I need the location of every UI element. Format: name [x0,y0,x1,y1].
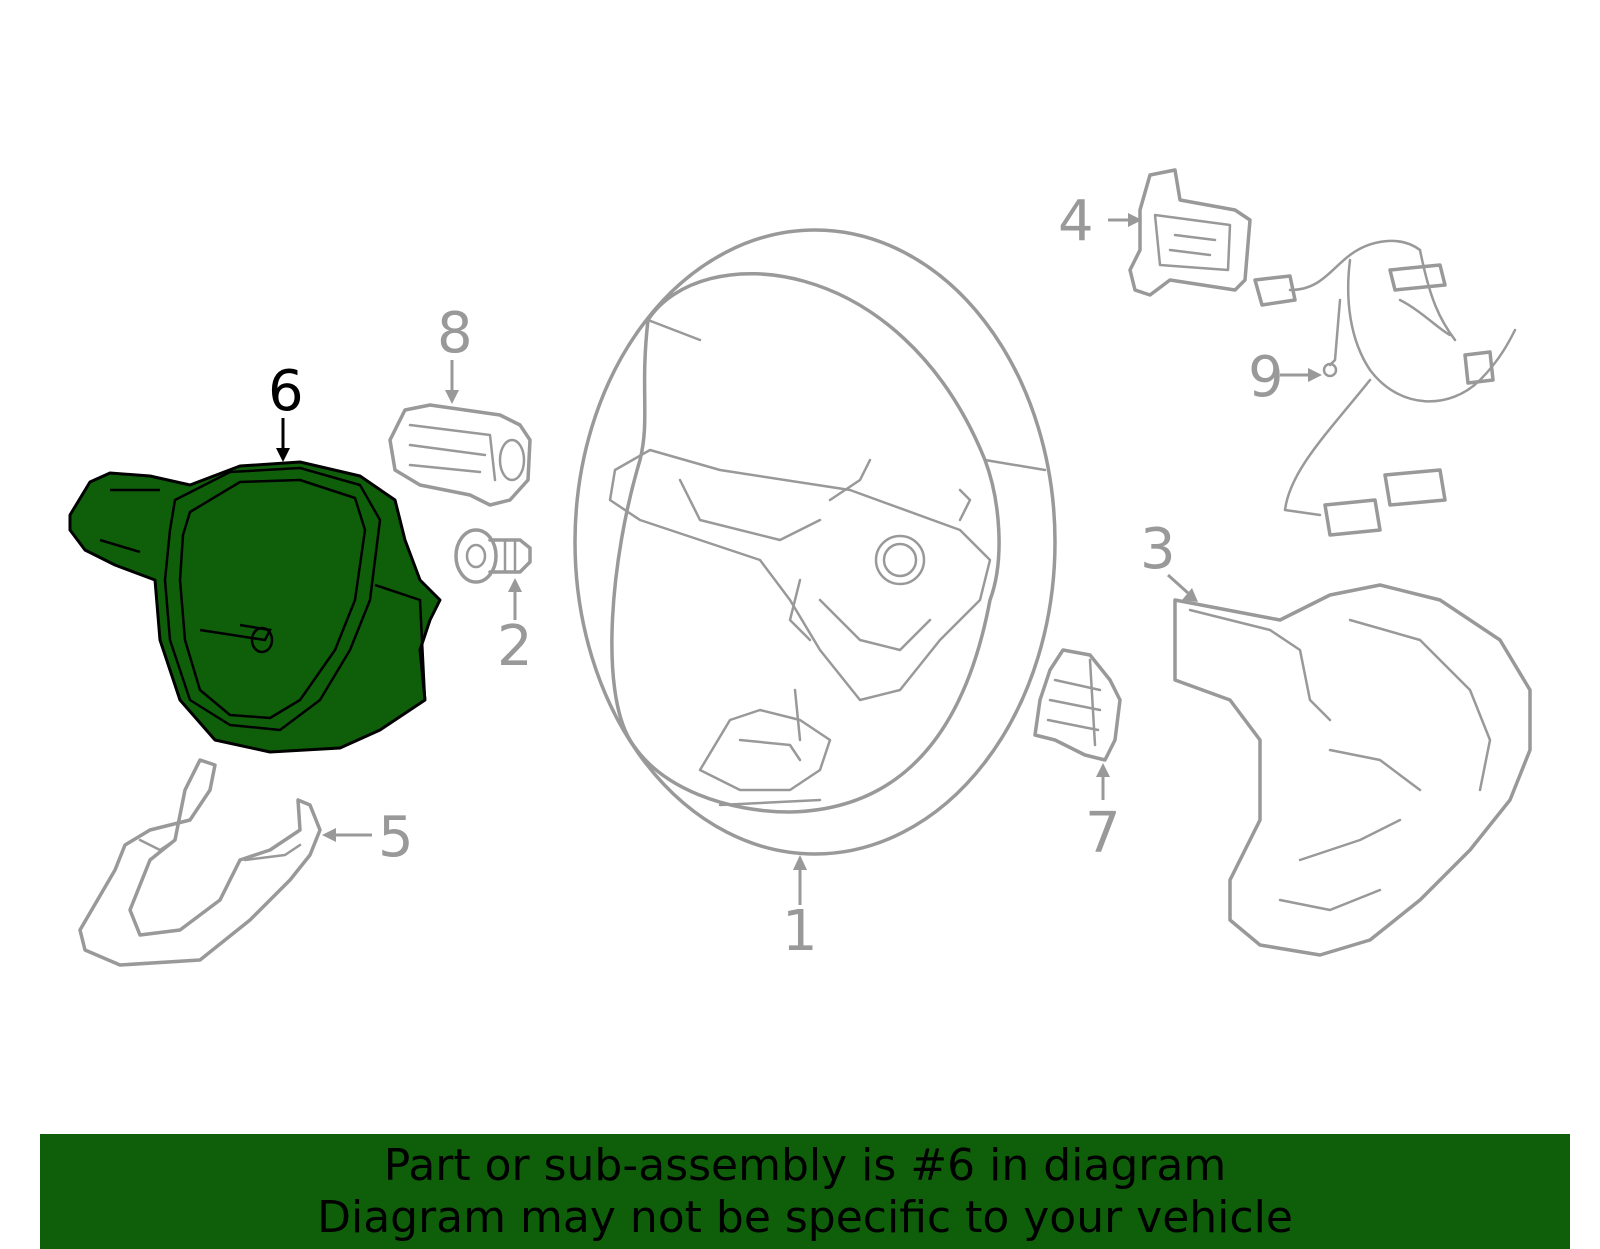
leader-arrow-7 [1096,763,1110,800]
info-banner: Part or sub-assembly is #6 in diagram Di… [40,1134,1570,1249]
part-9-wire-harness[interactable] [1253,239,1517,537]
part-8-switch-left[interactable] [388,403,532,507]
callout-9: 9 [1248,345,1284,410]
callout-4: 4 [1058,189,1094,254]
callout-8: 8 [437,301,473,366]
callout-5: 5 [378,805,414,870]
part-7-switch-right[interactable] [1033,648,1122,762]
callout-7: 7 [1085,801,1121,866]
callout-6: 6 [268,359,304,424]
part-2-bolt[interactable] [454,528,532,584]
leader-arrow-2 [508,578,522,620]
leader-arrow-1 [793,855,807,905]
banner-line-part: Part or sub-assembly is #6 in diagram [383,1139,1227,1191]
leader-arrow-8 [445,360,459,404]
part-3-rear-cover[interactable] [1173,583,1532,957]
leader-arrow-5 [322,828,372,842]
callout-3: 3 [1140,517,1176,582]
callout-1: 1 [782,899,818,964]
part-1-steering-wheel[interactable] [573,228,1057,856]
leader-arrow-9 [1280,368,1322,382]
part-6-airbag-cover[interactable] [68,460,442,754]
callout-2: 2 [497,614,533,679]
leader-arrow-6 [276,418,290,462]
banner-line-disclaimer: Diagram may not be specific to your vehi… [317,1191,1293,1243]
leader-arrow-3 [1166,573,1198,602]
part-5-lower-trim[interactable] [78,758,322,967]
part-4-switch-bezel[interactable] [1128,168,1252,297]
leader-arrow-4 [1108,213,1142,227]
